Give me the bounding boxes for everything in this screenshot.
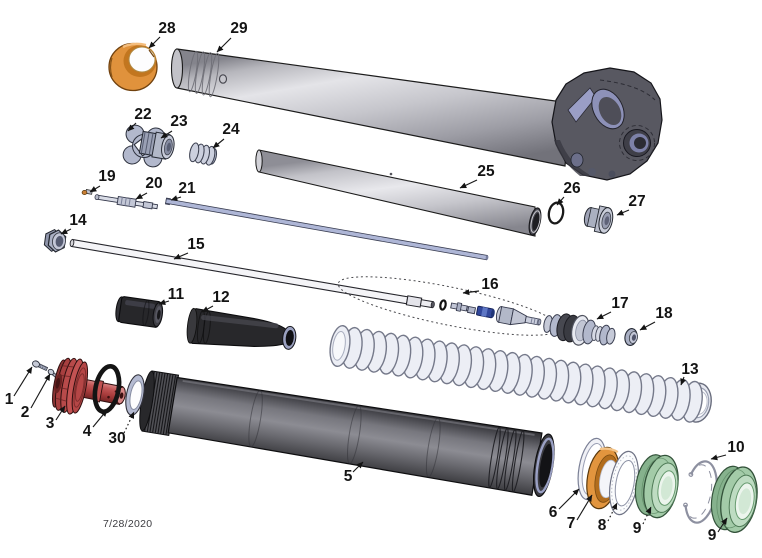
callout-24: 24 [212, 121, 240, 149]
svg-text:27: 27 [628, 193, 645, 210]
part-21-push-rod [165, 197, 489, 261]
part-15-damper-rod [69, 238, 435, 309]
part-25-cartridge-tube [255, 149, 542, 237]
callout-26: 26 [556, 180, 581, 206]
callout-21: 21 [170, 180, 196, 202]
svg-text:9: 9 [633, 520, 642, 537]
svg-text:16: 16 [481, 276, 499, 293]
part-14-lock-nut [43, 228, 67, 253]
callout-9: 9 [708, 517, 728, 544]
svg-text:4: 4 [83, 423, 92, 440]
callout-19: 19 [89, 168, 116, 193]
callout-8: 8 [598, 502, 618, 534]
valve-o-ring [439, 299, 447, 311]
part-28-bushing [108, 42, 158, 92]
callout-16: 16 [462, 276, 499, 296]
svg-text:9: 9 [708, 527, 717, 544]
svg-text:29: 29 [230, 20, 248, 37]
svg-text:10: 10 [727, 439, 744, 456]
svg-text:25: 25 [477, 163, 495, 180]
part-20-adjuster-rod [94, 194, 159, 210]
tube-hole [218, 74, 228, 84]
callout-14: 14 [60, 212, 87, 235]
part-9-dust-seal [710, 465, 758, 533]
svg-text:5: 5 [344, 468, 353, 485]
part-24-small-spring [189, 142, 218, 166]
svg-text:28: 28 [158, 20, 176, 37]
callout-25: 25 [459, 163, 495, 189]
svg-text:6: 6 [549, 504, 558, 521]
svg-text:11: 11 [168, 286, 185, 303]
callout-22: 22 [127, 106, 152, 132]
callout-17: 17 [596, 295, 629, 320]
svg-text:14: 14 [69, 212, 87, 229]
part-9-oil-seal [634, 454, 679, 519]
svg-text:18: 18 [655, 305, 673, 322]
callout-3: 3 [46, 405, 66, 432]
part-23-adjuster [138, 130, 175, 160]
part-30-washer [125, 374, 145, 416]
callout-5: 5 [344, 461, 364, 485]
svg-text:21: 21 [178, 180, 196, 197]
svg-text:23: 23 [170, 113, 188, 130]
svg-text:12: 12 [212, 289, 229, 306]
callout-20: 20 [135, 175, 163, 200]
callout-1: 1 [5, 366, 33, 408]
svg-text:26: 26 [563, 180, 581, 197]
part-27-cap [583, 205, 614, 234]
callout-27: 27 [616, 193, 646, 216]
svg-text:30: 30 [108, 430, 125, 447]
part-29-fork-lug [551, 67, 663, 181]
part-16-valve-assembly [337, 276, 561, 336]
svg-text:22: 22 [134, 106, 151, 123]
svg-text:2: 2 [21, 404, 30, 421]
valve-collar [466, 305, 477, 315]
svg-text:24: 24 [222, 121, 240, 138]
callout-13: 13 [680, 361, 699, 386]
callout-7: 7 [567, 494, 593, 532]
date-label: 7/28/2020 [103, 518, 152, 530]
callout-10: 10 [710, 439, 745, 461]
svg-text:13: 13 [681, 361, 699, 378]
part-29-upper-tube [170, 48, 571, 167]
callout-9: 9 [633, 506, 652, 537]
svg-text:19: 19 [98, 168, 116, 185]
part-1-screw [32, 360, 49, 372]
svg-text:3: 3 [46, 415, 55, 432]
part-5-outer-tube [139, 370, 555, 498]
damper-valve-blue [476, 305, 495, 319]
callout-18: 18 [639, 305, 673, 331]
part-11-bumper [115, 296, 164, 328]
callout-28: 28 [148, 20, 176, 49]
svg-text:1: 1 [5, 391, 14, 408]
callout-30: 30 [108, 411, 135, 447]
callout-2: 2 [21, 373, 51, 421]
tube-grooves [187, 50, 220, 98]
part-13-spring [326, 323, 712, 425]
svg-text:7: 7 [567, 515, 576, 532]
part-8-washer [608, 450, 640, 516]
svg-text:20: 20 [145, 175, 162, 192]
part-19-pin [81, 189, 93, 195]
svg-text:15: 15 [187, 236, 205, 253]
callout-29: 29 [216, 20, 248, 53]
piston-body [495, 306, 542, 326]
callout-4: 4 [83, 409, 108, 440]
svg-text:17: 17 [611, 295, 628, 312]
callout-11: 11 [158, 286, 185, 306]
part-12-bumper-long [186, 307, 297, 350]
part-18-nut [624, 328, 638, 346]
svg-text:8: 8 [598, 517, 607, 534]
part-17-shim-stack [543, 313, 616, 346]
callout-15: 15 [173, 236, 205, 260]
callout-12: 12 [201, 289, 230, 313]
callout-23: 23 [160, 113, 188, 139]
callout-6: 6 [549, 488, 580, 521]
